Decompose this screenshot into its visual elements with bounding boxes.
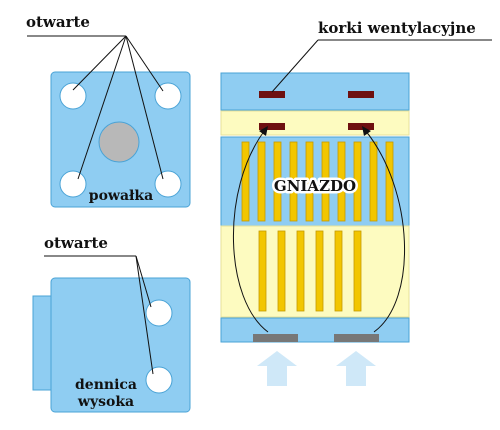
gniazdo-label-halo: GNIAZDO <box>274 177 356 195</box>
dennica-hole-upper <box>145 299 173 327</box>
lower-frame-space <box>220 225 410 318</box>
brood-comb-5 <box>305 141 314 222</box>
dennica-entrance-ledge <box>32 295 52 391</box>
cork-roof-left <box>259 91 285 98</box>
brood-comb-9 <box>369 141 378 222</box>
hive-roof <box>220 72 410 111</box>
gniazdo-label: GNIAZDO <box>274 177 356 195</box>
dennica-label-line2: wysoka <box>77 394 134 410</box>
cork-frame-left <box>259 123 285 130</box>
brood-comb-6 <box>321 141 330 222</box>
floor-slot-right <box>334 334 379 342</box>
lower-comb-4 <box>315 230 324 312</box>
lower-comb-2 <box>277 230 286 312</box>
cork-roof-right <box>348 91 374 98</box>
otwarte-top-pointers <box>27 35 164 180</box>
vent-hole-top-left <box>59 82 87 110</box>
air-inlet-arrow-left <box>257 351 297 386</box>
otwarte-bottom-pointers <box>44 255 154 375</box>
korki-label: korki wentylacyjne <box>318 19 476 37</box>
brood-comb-7 <box>337 141 346 222</box>
upper-frame-space <box>220 110 410 136</box>
brood-comb-4 <box>289 141 298 222</box>
lower-comb-1 <box>258 230 267 312</box>
brood-combs <box>241 141 394 222</box>
brood-box <box>220 136 410 227</box>
lower-combs <box>258 230 362 312</box>
hive-bottom-board <box>220 317 410 343</box>
powalka-label: powałka <box>89 188 153 204</box>
airflow-curve-right <box>364 129 405 333</box>
hive-cross-section: GNIAZDO GNIAZDO <box>220 72 410 386</box>
lower-comb-6 <box>353 230 362 312</box>
dennica-hole-lower <box>145 366 173 394</box>
dennica-label-line1: dennica <box>75 377 137 393</box>
dennica-panel: dennica wysoka <box>32 277 191 413</box>
airflow-arrowheads <box>259 126 371 136</box>
floor-slot-left <box>253 334 298 342</box>
vent-hole-bottom-right <box>154 170 182 198</box>
vent-hole-bottom-left <box>59 170 87 198</box>
lower-comb-3 <box>296 230 305 312</box>
airflow-arrowhead-right <box>362 126 371 136</box>
korki-pointer <box>271 39 492 93</box>
cork-frame-right <box>348 123 374 130</box>
otwarte-bottom-label: otwarte <box>44 234 108 252</box>
powalka-panel: powałka <box>50 71 191 208</box>
vent-hole-top-right <box>154 82 182 110</box>
center-feeder-disc <box>98 121 140 163</box>
brood-comb-1 <box>241 141 250 222</box>
brood-comb-3 <box>273 141 282 222</box>
airflow-curve-left <box>233 129 269 333</box>
brood-comb-8 <box>353 141 362 222</box>
lower-comb-5 <box>334 230 343 312</box>
airflow-arrowhead-left <box>259 126 268 136</box>
otwarte-top-label: otwarte <box>26 13 90 31</box>
air-inlet-arrow-right <box>336 351 376 386</box>
airflow-curves <box>233 129 405 333</box>
brood-comb-2 <box>257 141 266 222</box>
brood-comb-10 <box>385 141 394 222</box>
